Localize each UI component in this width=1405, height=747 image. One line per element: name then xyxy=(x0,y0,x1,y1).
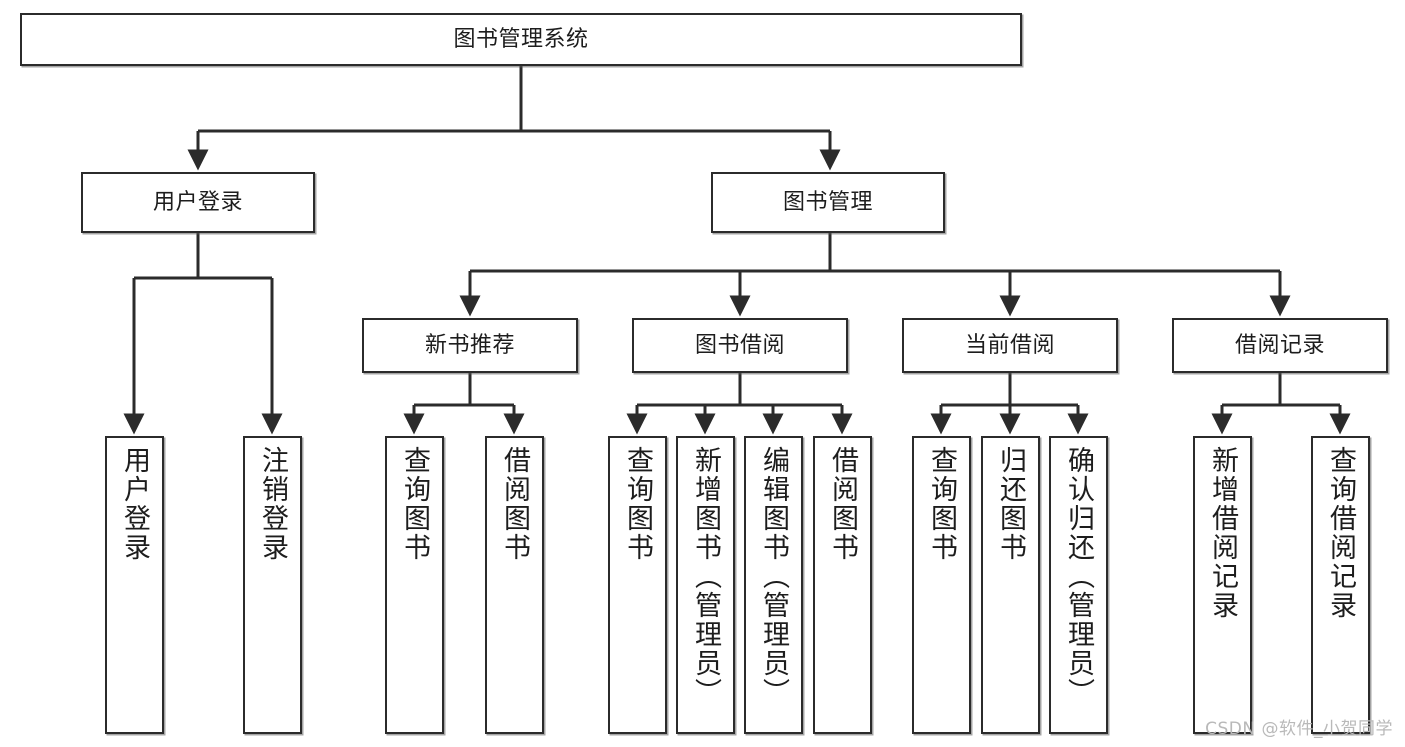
node-label: 图书管理系统 xyxy=(453,26,589,52)
node-leaf-add-borrow-record[interactable]: 新增借阅记录 xyxy=(1193,436,1252,734)
node-leaf-query-borrow-record[interactable]: 查询借阅记录 xyxy=(1311,436,1370,734)
node-book-manage[interactable]: 图书管理 xyxy=(711,172,945,233)
node-leaf-query-book-current[interactable]: 查询图书 xyxy=(912,436,971,734)
node-label: 借阅图书 xyxy=(499,446,530,562)
node-label: 查询借阅记录 xyxy=(1325,446,1356,620)
node-leaf-user-login[interactable]: 用户登录 xyxy=(105,436,164,734)
node-label: 归还图书 xyxy=(995,446,1026,562)
node-leaf-return-book[interactable]: 归还图书 xyxy=(981,436,1040,734)
node-leaf-confirm-return[interactable]: 确认归还（管理员） xyxy=(1049,436,1108,734)
node-label: 查询图书 xyxy=(926,446,957,562)
node-label: 查询图书 xyxy=(399,446,430,562)
node-label: 编辑图书（管理员） xyxy=(758,446,789,707)
node-user-login[interactable]: 用户登录 xyxy=(81,172,315,233)
node-label: 确认归还（管理员） xyxy=(1063,446,1094,707)
node-current-borrow[interactable]: 当前借阅 xyxy=(902,318,1118,373)
node-label: 当前借阅 xyxy=(964,332,1055,358)
node-label: 新增图书（管理员） xyxy=(690,446,721,707)
node-label: 用户登录 xyxy=(152,189,243,215)
node-leaf-borrow-book-recommend[interactable]: 借阅图书 xyxy=(485,436,544,734)
node-leaf-add-book[interactable]: 新增图书（管理员） xyxy=(676,436,735,734)
node-label: 图书管理 xyxy=(782,189,873,215)
node-label: 用户登录 xyxy=(119,446,150,562)
node-label: 借阅记录 xyxy=(1234,332,1325,358)
node-label: 图书借阅 xyxy=(694,332,785,358)
node-leaf-query-book-borrow[interactable]: 查询图书 xyxy=(608,436,667,734)
node-label: 借阅图书 xyxy=(827,446,858,562)
node-label: 注销登录 xyxy=(257,446,288,562)
node-leaf-query-book-recommend[interactable]: 查询图书 xyxy=(385,436,444,734)
node-label: 新书推荐 xyxy=(424,332,515,358)
node-leaf-edit-book[interactable]: 编辑图书（管理员） xyxy=(744,436,803,734)
node-book-borrow[interactable]: 图书借阅 xyxy=(632,318,848,373)
node-leaf-logout[interactable]: 注销登录 xyxy=(243,436,302,734)
node-book-management-system[interactable]: 图书管理系统 xyxy=(20,13,1022,66)
node-new-book-recommend[interactable]: 新书推荐 xyxy=(362,318,578,373)
node-label: 新增借阅记录 xyxy=(1207,446,1238,620)
node-borrow-record[interactable]: 借阅记录 xyxy=(1172,318,1388,373)
node-label: 查询图书 xyxy=(622,446,653,562)
node-leaf-borrow-book[interactable]: 借阅图书 xyxy=(813,436,872,734)
csdn-watermark: CSDN @软件_小贺同学 xyxy=(1205,719,1393,739)
